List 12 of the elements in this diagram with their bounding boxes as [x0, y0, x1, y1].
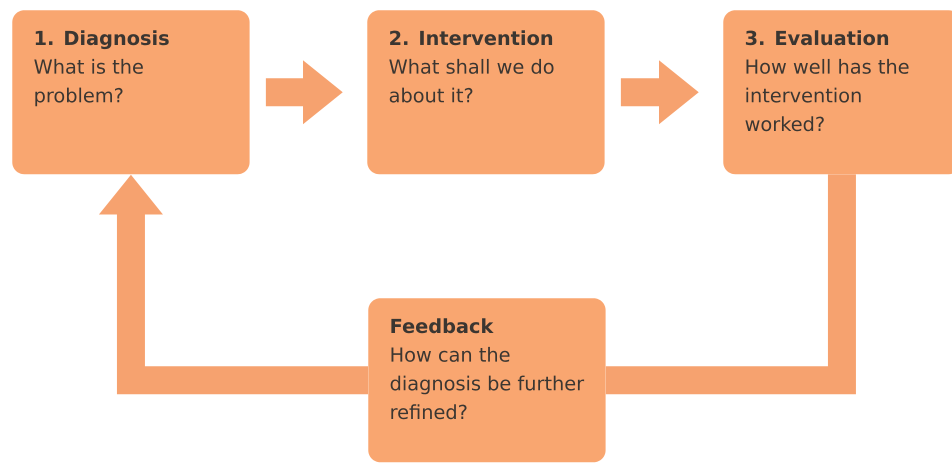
box-heading: 1. Diagnosis — [36, 30, 169, 50]
box-text: How can the diagnosis be further refined? — [390, 346, 584, 420]
process-box — [368, 298, 606, 462]
box-text: How well has the intervention worked? — [745, 58, 909, 132]
box-heading: 3. Evaluation — [746, 30, 888, 46]
box-text: What is the problem? — [34, 58, 143, 106]
box-heading: Feedback — [391, 318, 494, 334]
box-heading: 2. Intervention — [390, 30, 552, 46]
process-box — [12, 10, 250, 174]
box-text: What shall we do about it? — [389, 58, 554, 103]
process-box — [367, 10, 605, 174]
process-box — [723, 10, 952, 174]
